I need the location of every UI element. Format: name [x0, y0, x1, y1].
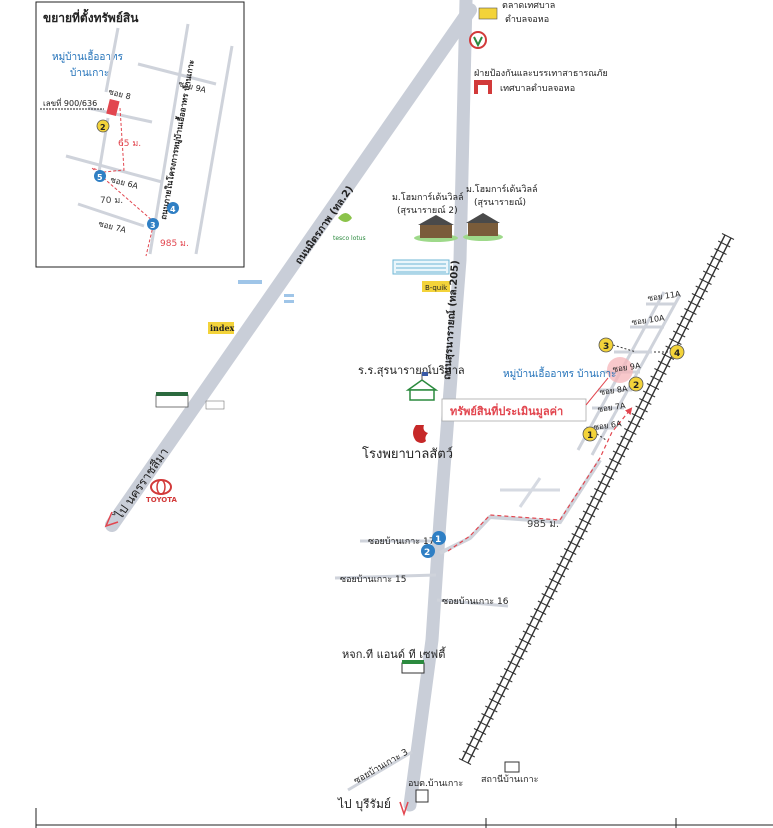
small-sign-2 — [284, 294, 294, 297]
small-sign-1 — [238, 280, 262, 284]
inset-marker-4: 4 — [167, 202, 179, 214]
marker-blue-2: 2 — [421, 544, 435, 558]
to-buriram-label: ไป บุรีรัมย์ — [337, 797, 391, 812]
soi-3-label: ซอยบ้านเกาะ 3 — [352, 747, 410, 787]
shop-icon — [155, 392, 189, 408]
inset-frame — [35, 1, 245, 268]
station-icon — [504, 761, 520, 773]
to-korat-arrow — [104, 511, 119, 528]
mittraphap-road-label: ถนนมิตรภาพ (ทล.2) — [293, 184, 356, 267]
tesco-lotus-logo: tesco lotus — [333, 213, 366, 242]
vet-hospital-label: โรงพยาบาลสัตว์ — [362, 446, 453, 462]
inset-dist-985: 985 ม. — [160, 239, 189, 249]
soi-3-road — [347, 750, 413, 792]
tnt-shop-icon — [401, 660, 425, 674]
property-highlight — [607, 357, 633, 383]
market-label-2: ตำบลจอหอ — [505, 14, 549, 25]
inset-dist-70: 70 ม. — [100, 196, 123, 206]
marker-yellow-3: 3 — [598, 337, 614, 353]
svg-text:4: 4 — [170, 205, 176, 214]
soi-8a-label: ซอย 8A — [599, 384, 629, 397]
house-icon-1 — [414, 215, 458, 242]
svg-text:3: 3 — [603, 342, 609, 352]
marker-yellow-1: 1 — [582, 426, 598, 442]
obt-label: อบต.บ้านเกาะ — [408, 778, 463, 789]
fire-dept-label-2: เทศบาลตำบลจอหอ — [500, 83, 575, 94]
b-quik-logo: B-quik — [422, 281, 450, 292]
building-sign — [392, 259, 450, 275]
marker-yellow-4: 4 — [669, 344, 685, 360]
inset-roads — [65, 23, 234, 255]
soi-15-road — [334, 573, 437, 580]
inset-village-2: บ้านเกาะ — [70, 67, 109, 79]
toyota-logo: TOYOTA — [146, 479, 177, 504]
svg-text:1: 1 — [435, 535, 441, 545]
school-label: ร.ร.สุรนารายณ์บริบาล — [358, 364, 465, 377]
railway — [458, 233, 735, 765]
home-garden-1-sub: (สุรนารายณ์ 2) — [397, 204, 458, 216]
small-sign-3 — [284, 300, 294, 303]
home-garden-2-sub: (สุรนารายณ์) — [474, 196, 526, 208]
svg-text:1: 1 — [587, 431, 593, 441]
village-main-label: หมู่บ้านเอื้ออาทร บ้านเกาะ — [503, 366, 616, 380]
index-logo: index — [208, 322, 235, 334]
svg-text:ทรัพย์สินที่ประเมินมูลค่า: ทรัพย์สินที่ประเมินมูลค่า — [450, 403, 563, 419]
obt-icon — [415, 789, 429, 803]
soi-10a-label: ซอย 10A — [631, 313, 666, 327]
svg-text:2: 2 — [633, 381, 639, 391]
signboard-icon — [205, 400, 225, 410]
svg-text:4: 4 — [674, 349, 680, 359]
marker-yellow-2: 2 — [628, 376, 644, 392]
to-korat-label: ไป นครราชสีมา — [111, 445, 171, 522]
inset-house-no: เลขที่ 900/636 — [43, 97, 97, 108]
home-garden-2-label: ม.โฮมการ์เด้นวิลล์ — [466, 183, 538, 195]
market-label: ตลาดเทศบาล — [502, 1, 555, 11]
market-icon — [478, 7, 498, 20]
svg-text:index: index — [210, 323, 235, 333]
soi-7a-label: ซอย 7A — [597, 401, 627, 414]
soi-16-label: ซอยบ้านเกาะ 16 — [442, 596, 509, 607]
inset-property — [106, 98, 120, 116]
vet-hospital-icon — [413, 425, 428, 443]
soi-17-label: ซอยบ้านเกาะ 17 — [368, 536, 434, 547]
inset-marker-2: 2 — [96, 119, 110, 133]
svg-text:tesco lotus: tesco lotus — [333, 235, 366, 242]
tnt-shop-label: หจก.ที แอนด์ ที เซฟตี้ — [342, 646, 446, 661]
inset-marker-5: 5 — [94, 170, 106, 182]
soi-16-road — [436, 598, 509, 608]
soi-6a-label: ซอย 6A — [593, 419, 623, 432]
house-icon-2 — [463, 213, 503, 241]
soi-9a-label: ซอย 9A — [612, 361, 642, 374]
inset-village-1: หมู่บ้านเอื้ออาทร — [52, 49, 124, 63]
mittraphap-road — [105, 3, 477, 532]
inset-marker-3: 3 — [147, 218, 159, 230]
property-label-box: ทรัพย์สินที่ประเมินมูลค่า — [441, 377, 609, 422]
dist-985-main: 985 ม. — [527, 519, 559, 530]
svg-text:2: 2 — [100, 123, 106, 132]
svg-text:TOYOTA: TOYOTA — [146, 496, 177, 504]
school-icon — [405, 372, 439, 401]
inset-title: ขยายที่ตั้งทรัพย์สิน — [43, 8, 139, 25]
home-garden-1-label: ม.โฮมการ์เด้นวิลล์ — [392, 191, 464, 203]
svg-text:5: 5 — [97, 173, 103, 182]
to-buriram-arrow — [399, 801, 409, 817]
inset-dist-65: 65 ม. — [118, 139, 141, 149]
suranarai-road — [403, 0, 473, 812]
marker-blue-1: 1 — [432, 531, 446, 545]
fire-dept-label: ฝ่ายป้องกันและบรรเทาสาธารณภัย — [474, 68, 608, 79]
svg-text:3: 3 — [150, 221, 156, 230]
gas-station-icon — [469, 31, 487, 49]
village-branch-2 — [518, 477, 542, 508]
svg-text:B-quik: B-quik — [425, 284, 448, 292]
station-label: สถานีบ้านเกาะ — [481, 774, 539, 785]
svg-text:2: 2 — [424, 548, 430, 558]
soi-15-label: ซอยบ้านเกาะ 15 — [340, 574, 406, 585]
